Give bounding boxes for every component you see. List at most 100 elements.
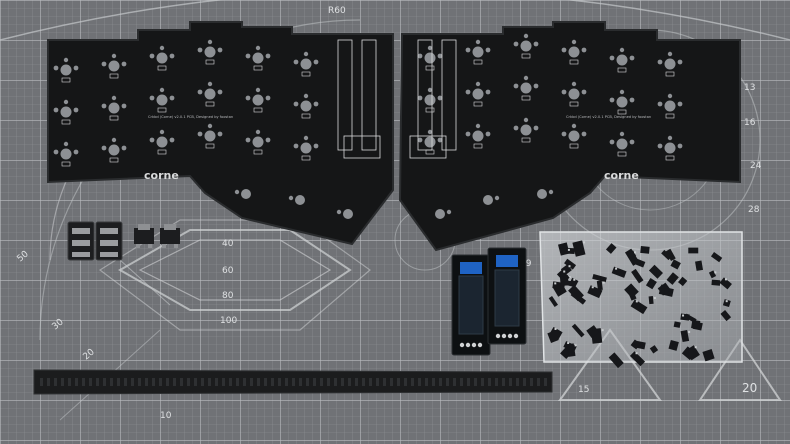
pin-hole xyxy=(197,47,203,53)
thumb-switch-hole xyxy=(435,209,445,219)
thumb-switch-hole xyxy=(343,209,353,219)
pin-hole xyxy=(629,55,635,61)
tape-pocket xyxy=(397,378,400,386)
tape-pocket xyxy=(145,378,148,386)
part-lead xyxy=(583,241,586,244)
trrs-jack xyxy=(95,221,123,261)
diode-pad xyxy=(157,65,167,71)
switch-hole xyxy=(108,102,120,114)
tape-pocket xyxy=(432,378,435,386)
pin-hole xyxy=(63,141,69,147)
trrs-jacks xyxy=(67,221,123,261)
left-pcb: corne Crkbd (Corne) v2.0.1 PCB, Designed… xyxy=(47,21,394,246)
part-lead xyxy=(591,286,594,289)
mat-number: 10 xyxy=(160,411,172,421)
pin-hole xyxy=(207,123,213,129)
smd-part xyxy=(691,319,701,330)
diode-pad xyxy=(521,137,531,143)
part-lead xyxy=(682,314,685,317)
part-lead xyxy=(688,330,691,333)
part-lead xyxy=(653,297,656,300)
pin-hole xyxy=(571,123,577,129)
tape-pocket xyxy=(474,378,477,386)
diode-pad xyxy=(473,59,483,65)
switch-hole xyxy=(108,60,120,72)
diode-pad xyxy=(569,59,579,65)
tape-pocket xyxy=(89,378,92,386)
diode-pad xyxy=(473,143,483,149)
tape-pocket xyxy=(502,378,505,386)
tape-pocket xyxy=(131,378,134,386)
right-pcb: corne Crkbd (Corne) v2.0.1 PCB, Designed… xyxy=(398,21,741,252)
switch-hole xyxy=(520,40,532,52)
mat-number: 60 xyxy=(222,266,234,276)
pin-hole xyxy=(303,51,309,57)
pin-hole xyxy=(101,103,107,109)
pin-hole xyxy=(159,45,165,51)
pin-hole xyxy=(475,39,481,45)
pin-hole xyxy=(149,137,155,143)
parts-bag xyxy=(539,231,743,369)
smd-part xyxy=(624,283,639,299)
pin-hole xyxy=(667,135,673,141)
pin-hole xyxy=(657,143,663,149)
pin-hole xyxy=(533,83,539,89)
oled-modules xyxy=(451,247,527,356)
switch-hole xyxy=(424,94,436,106)
pin-hole xyxy=(101,61,107,67)
tape-pocket xyxy=(229,378,232,386)
switch-hole xyxy=(616,138,628,150)
pin-hole xyxy=(73,107,79,113)
pin-hole xyxy=(303,93,309,99)
smd-part xyxy=(630,339,641,350)
mat-number: 100 xyxy=(220,316,237,326)
pin-hole xyxy=(217,131,223,137)
pin-hole xyxy=(571,81,577,87)
tape-pocket xyxy=(159,378,162,386)
smd-part xyxy=(680,313,690,321)
switch-hole xyxy=(60,106,72,118)
right-pcb-logo: corne xyxy=(604,169,639,182)
pin-hole xyxy=(437,53,443,59)
pin-hole xyxy=(609,55,615,61)
tape-pocket xyxy=(488,378,491,386)
pin-hole xyxy=(121,145,127,151)
part-lead xyxy=(725,300,728,303)
tape-pocket xyxy=(299,378,302,386)
pin-hole xyxy=(313,101,319,107)
oled-module xyxy=(451,254,491,356)
smd-part xyxy=(558,242,570,256)
part-lead xyxy=(573,278,576,281)
pin-hole xyxy=(417,137,423,143)
pin-hole xyxy=(485,47,491,53)
switch-hole xyxy=(156,94,168,106)
switch-hole xyxy=(472,88,484,100)
diode-pad xyxy=(665,71,675,77)
tape-pocket xyxy=(180,378,183,386)
trrs-jack xyxy=(67,221,95,261)
tape-pocket xyxy=(306,378,309,386)
pin-hole xyxy=(427,45,433,51)
pin-hole xyxy=(303,135,309,141)
tape-pocket xyxy=(222,378,225,386)
mat-number: 80 xyxy=(222,291,234,301)
pin-hole xyxy=(255,87,261,93)
pin-hole xyxy=(581,131,587,137)
mat-label-top: R60 xyxy=(328,6,346,16)
tape-pocket xyxy=(194,378,197,386)
tape-pocket xyxy=(40,378,43,386)
diode-pad xyxy=(253,149,263,155)
smd-part xyxy=(678,276,688,287)
part-lead xyxy=(568,276,571,279)
tape-pocket xyxy=(523,378,526,386)
tape-pocket xyxy=(278,378,281,386)
tape-pocket xyxy=(61,378,64,386)
tape-pocket xyxy=(82,378,85,386)
smd-part xyxy=(556,269,570,283)
tape-pocket xyxy=(236,378,239,386)
pin-hole xyxy=(255,45,261,51)
diode-pad xyxy=(205,101,215,107)
part-lead xyxy=(635,352,638,355)
tape-pocket xyxy=(68,378,71,386)
pin-hole xyxy=(159,87,165,93)
